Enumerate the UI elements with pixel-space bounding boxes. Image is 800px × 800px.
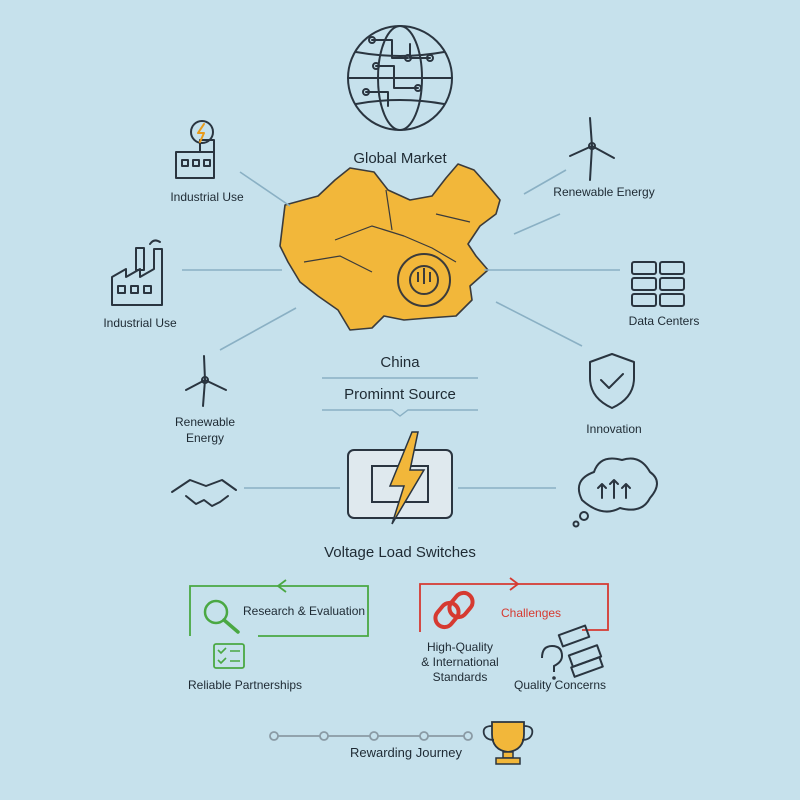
wind-turbine-icon xyxy=(185,355,227,407)
magnifier-icon xyxy=(203,599,240,634)
globe-circuit-icon xyxy=(347,25,453,131)
factory-lightning-icon xyxy=(175,120,215,179)
challenges-label: Challenges xyxy=(501,606,562,620)
checklist-icon xyxy=(213,643,245,669)
red-loop xyxy=(419,577,609,632)
question-icon xyxy=(541,644,564,680)
prominent-source-label: Prominnt Source xyxy=(344,386,456,403)
renewable-energy-right-label: Renewable Energy xyxy=(553,185,655,199)
china-label: China xyxy=(380,354,420,371)
server-rack-icon xyxy=(631,261,685,307)
shield-check-icon xyxy=(589,353,635,409)
green-loop xyxy=(189,579,369,637)
industrial-use-mid-label: Industrial Use xyxy=(103,316,177,330)
reliable-partnerships-label: Reliable Partnerships xyxy=(188,678,303,692)
money-stack-icon xyxy=(557,624,604,678)
industrial-use-top-label: Industrial Use xyxy=(170,190,244,204)
data-centers-label: Data Centers xyxy=(628,314,700,328)
factory-icon xyxy=(111,239,163,306)
chip-lightning-icon xyxy=(347,431,453,525)
journey-timeline xyxy=(269,731,473,741)
wind-turbine-icon xyxy=(569,117,615,181)
rewarding-journey-label: Rewarding Journey xyxy=(349,745,463,760)
handshake-icon xyxy=(171,479,237,507)
innovation-label: Innovation xyxy=(586,422,642,436)
high-quality-standards-label: High-Quality & International Standards xyxy=(421,640,499,684)
voltage-load-switches-label: Voltage Load Switches xyxy=(324,544,476,561)
renewable-energy-left-label: Renewable Energy xyxy=(174,415,236,445)
trophy-icon xyxy=(482,721,534,765)
global-market-label: Global Market xyxy=(353,150,447,167)
thought-bubble-arrows-icon xyxy=(572,457,658,528)
quality-concerns-label: Quality Concerns xyxy=(514,678,607,692)
chain-link-icon xyxy=(433,590,475,630)
research-evaluation-label: Research & Evaluation xyxy=(243,604,366,618)
china-map xyxy=(279,163,501,331)
connection-arrows xyxy=(182,169,620,489)
